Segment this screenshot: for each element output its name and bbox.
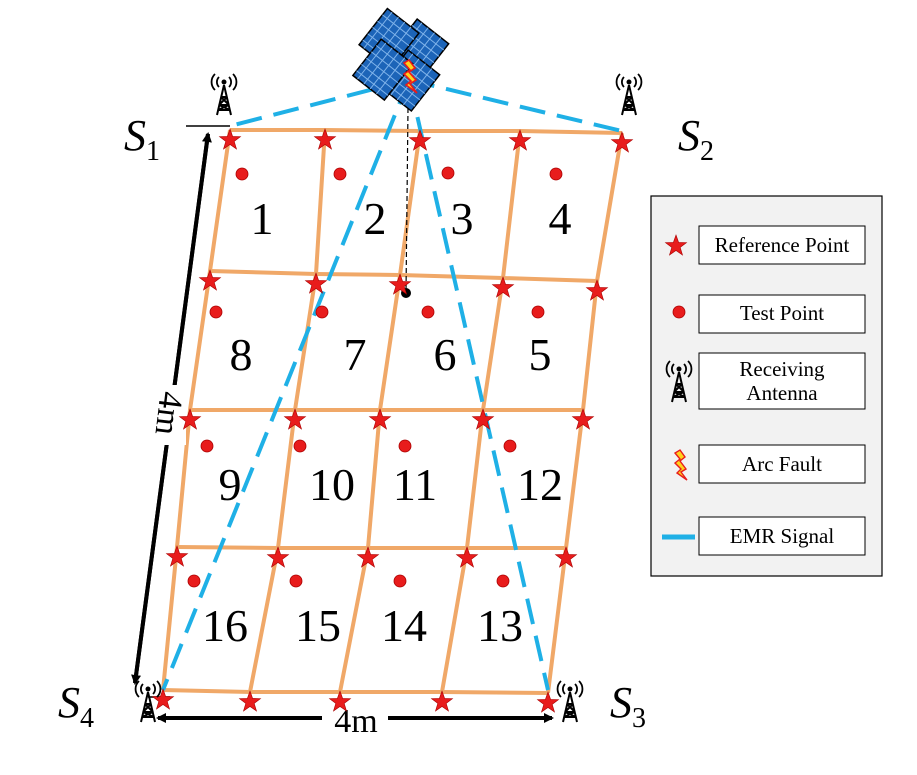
sensor-labels: S1 S2 S3 S4 (58, 111, 714, 734)
cell-number-label: 3 (451, 193, 474, 244)
test-points (187, 166, 563, 588)
legend-label-emr-signal: EMR Signal (730, 524, 835, 548)
horizontal-dimension-label: 4m (334, 703, 377, 740)
test-point-dot (496, 574, 510, 588)
test-point-dot (531, 305, 545, 319)
reference-point-star (409, 129, 431, 151)
cell-number-label: 7 (344, 329, 367, 380)
test-point-dot (333, 167, 347, 181)
grid-row-beam (176, 545, 566, 550)
cell-number-label: 2 (364, 193, 387, 244)
arc-fault-icon (402, 58, 418, 94)
cell-number-label: 8 (230, 329, 253, 380)
reference-point-star (611, 131, 633, 153)
test-point-dot (187, 574, 201, 588)
test-point-dot (503, 439, 517, 453)
test-point-dot (200, 439, 214, 453)
sensor-label-s2: S2 (678, 111, 714, 167)
vertical-dimension-label: 4m (147, 389, 189, 437)
fault-projection-line (405, 107, 409, 293)
cell-number-label: 5 (529, 329, 552, 380)
legend-label-test-point: Test Point (740, 301, 824, 325)
cell-number-label: 13 (477, 600, 523, 651)
test-point-dot (289, 574, 303, 588)
emr-signal-lines (161, 78, 627, 691)
cell-number-label: 10 (309, 459, 355, 510)
test-point-dot (441, 166, 455, 180)
sensor-label-s4: S4 (58, 678, 94, 734)
legend: Reference Point Test Point Receiving Ant… (650, 195, 883, 577)
antenna-icon-s4 (134, 680, 162, 723)
legend-label-reference-point: Reference Point (715, 233, 850, 257)
dimension-arrows: 4m 4m (131, 125, 554, 740)
antenna-icon-s3 (556, 680, 584, 723)
cell-number-label: 16 (202, 600, 248, 651)
test-point-dot (421, 305, 435, 319)
emr-signal-line (407, 79, 550, 691)
reference-point-star (537, 691, 559, 713)
grid-row-beam (230, 128, 623, 135)
test-point-dot (315, 305, 329, 319)
legend-label-receiving: Receiving (739, 357, 825, 381)
emr-signal-line (229, 78, 410, 128)
reference-point-star (267, 546, 289, 568)
cell-number-label: 9 (219, 459, 242, 510)
cell-number-label: 14 (381, 600, 427, 651)
cell-number-label: 4 (549, 193, 572, 244)
grid-row-beam (162, 688, 549, 695)
legend-label-arc-fault: Arc Fault (742, 452, 822, 476)
cell-number-label: 15 (295, 600, 341, 651)
legend-red-dot-icon (672, 305, 686, 319)
cell-number-label: 12 (517, 459, 563, 510)
legend-lightning-icon (673, 449, 688, 481)
emr-signal-line (408, 78, 627, 134)
antenna-icon-s1 (210, 73, 238, 116)
cell-number-label: 11 (393, 459, 437, 510)
legend-label-antenna: Antenna (746, 381, 818, 405)
test-point-dot (293, 439, 307, 453)
solar-panel-icon (351, 7, 450, 113)
cell-number-label: 6 (434, 329, 457, 380)
test-point-dot (393, 574, 407, 588)
cell-number-label: 1 (251, 193, 274, 244)
test-point-dot (398, 439, 412, 453)
antenna-icon-s2 (615, 73, 643, 116)
emr-signal-line (161, 79, 411, 691)
grid-row-beam (209, 269, 598, 283)
sensor-label-s3: S3 (610, 678, 646, 734)
test-point-dot (209, 305, 223, 319)
test-point-dot (235, 167, 249, 181)
test-point-dot (549, 167, 563, 181)
sensor-label-s1: S1 (124, 111, 160, 167)
